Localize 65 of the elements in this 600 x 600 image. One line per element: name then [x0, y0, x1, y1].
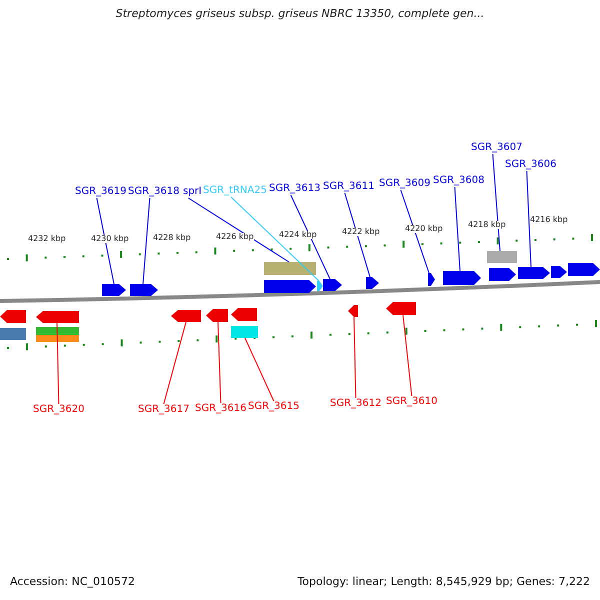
gene-label: SGR_3610 — [386, 397, 438, 407]
gene-label: sprI — [183, 187, 202, 197]
gene-label: SGR_tRNA25 — [203, 186, 267, 196]
leader-line — [244, 338, 274, 402]
gene-label: SGR_3612 — [330, 399, 382, 409]
gene-marker — [206, 309, 228, 322]
feature-bar — [0, 328, 26, 340]
gene-label: SGR_3607 — [471, 143, 522, 153]
leader-line — [454, 186, 460, 272]
leader-line — [56, 322, 60, 404]
leader-line — [142, 198, 150, 284]
gene-label: SGR_3606 — [505, 160, 556, 170]
gene-label: SGR_3608 — [433, 176, 484, 186]
gene-marker — [366, 277, 379, 289]
leader-line — [344, 192, 370, 278]
gene-label: SGR_3609 — [379, 179, 430, 189]
accession-text: Accession: NC_010572 — [10, 576, 136, 587]
gene-marker — [264, 280, 316, 293]
gene-label: SGR_3611 — [323, 182, 374, 192]
gene-marker — [0, 310, 26, 323]
scale-label: 4222 kbp — [342, 228, 380, 236]
leader-line — [230, 196, 320, 282]
feature-bar — [231, 326, 258, 338]
gene-marker — [386, 302, 416, 315]
leader-line — [526, 170, 532, 268]
leader-line — [163, 322, 186, 404]
leader-line — [354, 316, 356, 398]
gene-marker — [130, 284, 158, 296]
gene-label: SGR_3613 — [269, 184, 320, 194]
feature-bar — [36, 335, 79, 342]
feature-bar — [36, 327, 79, 335]
gene-marker — [348, 305, 358, 317]
scale-label: 4220 kbp — [405, 225, 443, 233]
gene-marker — [171, 310, 201, 322]
scale-label: 4226 kbp — [216, 233, 254, 241]
leader-line — [290, 194, 330, 280]
gene-marker — [551, 266, 567, 278]
scale-label: 4218 kbp — [468, 221, 506, 229]
feature-bar — [264, 262, 316, 275]
gene-label: SGR_3615 — [248, 402, 300, 412]
gene-marker — [443, 271, 481, 285]
leader-line — [400, 190, 430, 274]
gene-label: SGR_3619 — [75, 187, 126, 197]
gene-marker — [102, 284, 126, 296]
leader-line — [188, 198, 290, 262]
genome-summary-text: Topology: linear; Length: 8,545,929 bp; Genes: 7,222 — [297, 576, 590, 587]
scale-label: 4224 kbp — [279, 231, 317, 239]
scale-label: 4216 kbp — [530, 216, 568, 224]
gene-label: SGR_3616 — [195, 404, 246, 414]
gene-marker — [36, 311, 79, 323]
gene-marker — [231, 308, 257, 321]
scale-label: 4228 kbp — [153, 234, 191, 242]
gene-label: SGR_3617 — [138, 405, 190, 415]
gene-label: SGR_3620 — [33, 405, 84, 415]
gene-marker — [428, 273, 435, 286]
scale-label: 4232 kbp — [28, 235, 66, 243]
feature-bar — [487, 251, 517, 263]
leader-line — [402, 314, 412, 396]
gene-label: SGR_3618 — [128, 187, 180, 197]
leader-line — [492, 154, 500, 252]
title: Streptomyces griseus subsp. griseus NBRC 13350, complete gen... — [116, 8, 484, 19]
leader-line — [96, 198, 114, 284]
gene-marker — [489, 268, 516, 281]
gene-marker — [323, 279, 342, 291]
scale-label: 4230 kbp — [91, 235, 129, 243]
